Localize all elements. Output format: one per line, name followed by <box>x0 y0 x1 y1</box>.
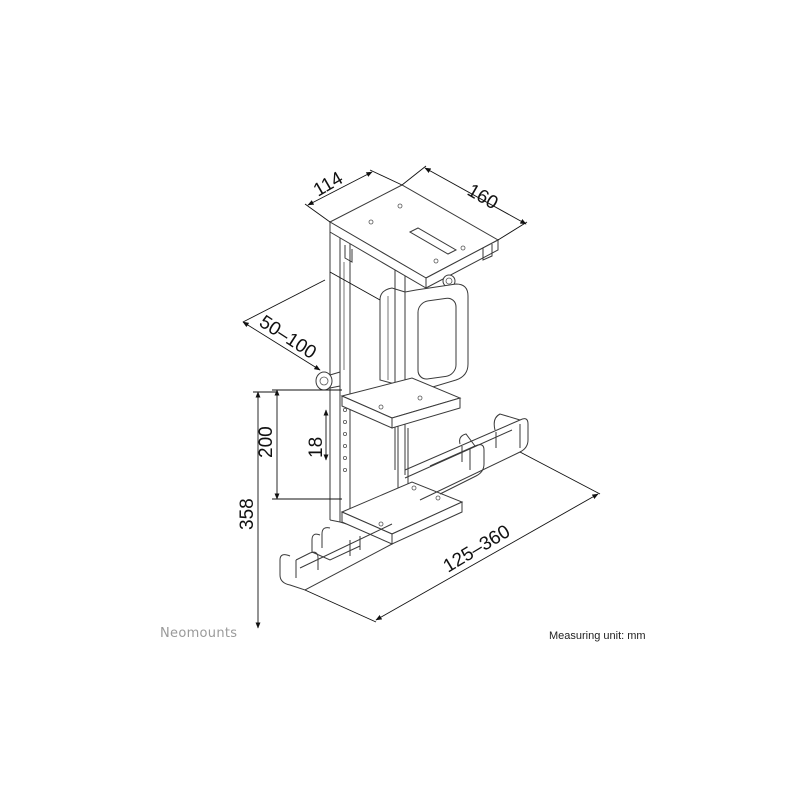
adjustment-knob <box>315 371 341 391</box>
base-support-rods <box>279 413 529 591</box>
dim-line-114 <box>307 171 373 206</box>
dim-label-18: 18 <box>306 437 327 458</box>
top-mount-plate <box>328 184 500 289</box>
dim-label-125-360: 125–360 <box>440 521 514 577</box>
lower-shelf <box>340 481 464 545</box>
dim-line-160 <box>424 167 527 225</box>
dim-label-160: 160 <box>464 180 502 214</box>
measuring-unit-note: Measuring unit: mm <box>549 630 646 642</box>
dim-label-114: 114 <box>310 168 347 202</box>
dim-line-50-100 <box>242 321 321 371</box>
dimension-lines <box>242 165 601 629</box>
brand-name: Neomounts <box>160 626 238 641</box>
dim-label-50-100: 50–100 <box>255 312 320 364</box>
side-clamp-bracket <box>379 283 469 393</box>
dim-label-200: 200 <box>256 426 277 458</box>
dim-line-125-360 <box>375 493 599 621</box>
upper-shelf <box>340 377 462 429</box>
vertical-rail-left <box>329 232 351 526</box>
dim-label-358: 358 <box>237 498 258 530</box>
